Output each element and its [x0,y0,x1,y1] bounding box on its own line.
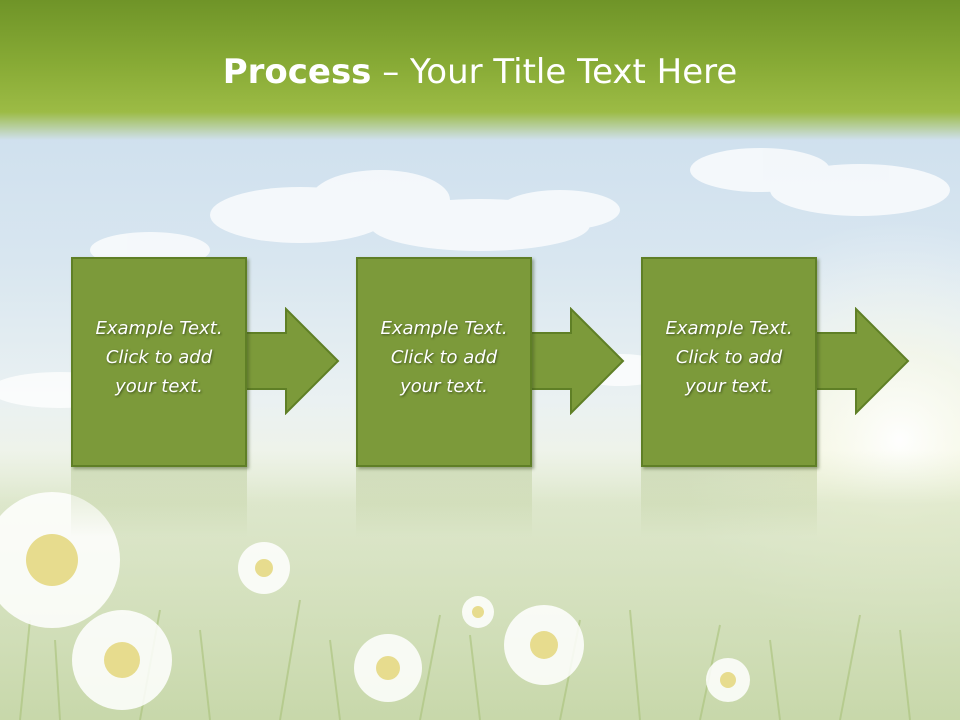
step-3-box[interactable]: Example Text. Click to add your text. [641,257,817,467]
daisy-flowers [0,492,750,710]
step-2-reflection [356,467,532,537]
step-2-text[interactable]: Example Text. Click to add your text. [380,317,508,397]
title-bold: Process [222,52,372,92]
step-1-box[interactable]: Example Text. Click to add your text. [71,257,247,467]
title-rest: – Your Title Text Here [371,52,738,92]
title-band [0,0,960,140]
step-1-text[interactable]: Example Text. Click to add your text. [95,317,223,397]
slide-title[interactable]: Process – Your Title Text Here [0,52,960,92]
step-1-reflection [71,467,247,537]
step-3-reflection [641,467,817,537]
step-3-text[interactable]: Example Text. Click to add your text. [665,317,793,397]
step-2-box[interactable]: Example Text. Click to add your text. [356,257,532,467]
